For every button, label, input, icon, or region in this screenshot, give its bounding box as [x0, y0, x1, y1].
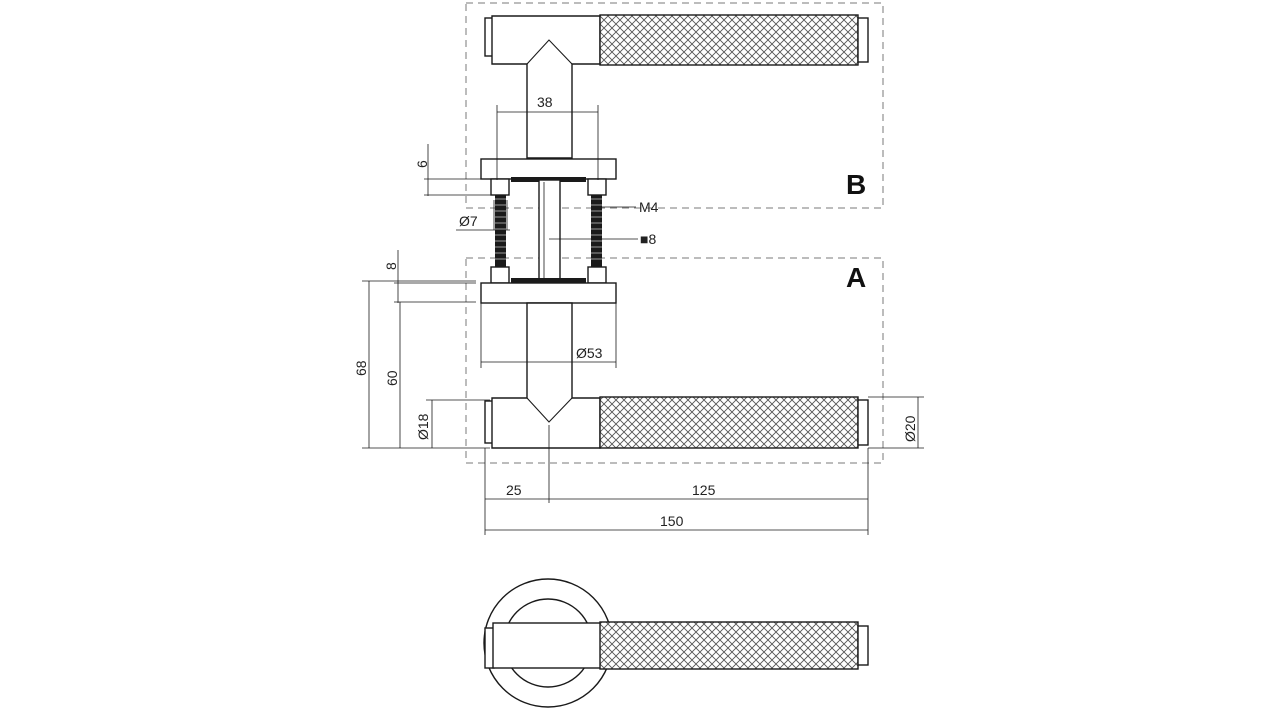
dim-rose-spacing: 38 [537, 94, 553, 110]
dim-grip-length: 125 [692, 482, 716, 498]
dim-lever-height: 60 [384, 370, 400, 386]
upper-knurled-grip [599, 14, 859, 66]
fixing-screws [495, 195, 602, 267]
upper-lever [484, 14, 869, 159]
zone-b-label: B [846, 169, 866, 200]
top-view-handle [483, 578, 869, 708]
zone-b-frame [465, 2, 884, 209]
lower-knurled-grip [599, 396, 859, 449]
dim-base-offset: 8 [383, 262, 399, 270]
dim-hub-length: 25 [506, 482, 522, 498]
zone-a-label: A [846, 262, 866, 293]
dim-hub-diameter: Ø18 [415, 413, 431, 440]
dim-thread: M4 [639, 199, 659, 215]
dim-overall-height: 68 [353, 360, 369, 376]
zone-a-frame [465, 257, 884, 464]
dimension-lines [362, 105, 924, 535]
lower-lever [484, 302, 869, 449]
dim-spindle: ■8 [640, 231, 656, 247]
dim-rose-diameter: Ø53 [576, 345, 603, 361]
top-view-knurled-grip [599, 621, 859, 670]
dim-total-length: 150 [660, 513, 684, 529]
dim-grip-diameter: Ø20 [902, 415, 918, 442]
dim-screw-diameter: Ø7 [459, 213, 478, 229]
square-spindle [538, 179, 561, 281]
dim-rose-thickness: 6 [414, 160, 430, 168]
